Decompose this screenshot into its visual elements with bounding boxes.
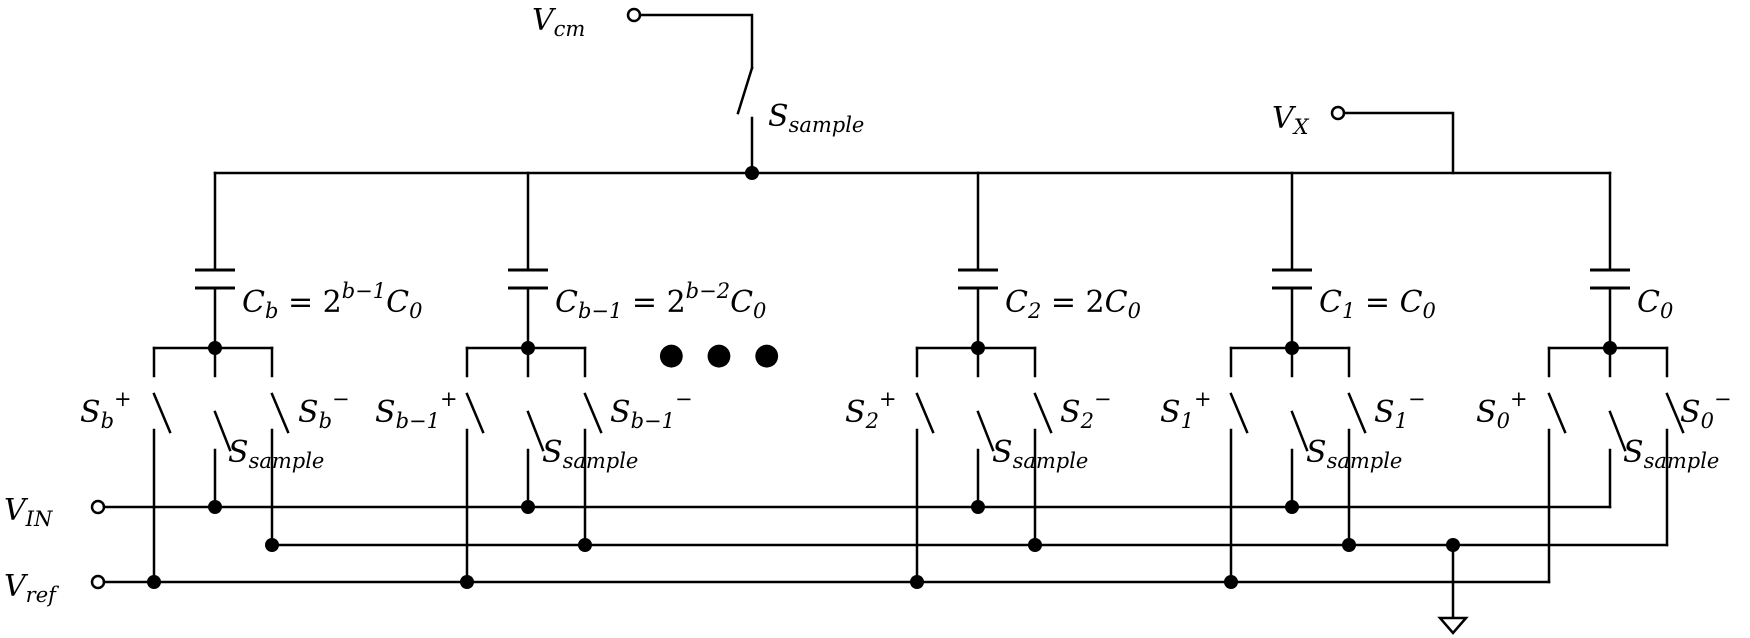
svg-text:C0: C0 bbox=[1637, 285, 1673, 323]
svg-text:Ssample: Ssample bbox=[542, 435, 638, 473]
svg-text:Cb = 2b−1C0: Cb = 2b−1C0 bbox=[242, 279, 422, 323]
vx-terminal: VX bbox=[1272, 101, 1455, 175]
svg-text:Vref: Vref bbox=[4, 569, 59, 607]
vin-bus: VIN bbox=[4, 493, 1612, 531]
svg-text:Ssample: Ssample bbox=[768, 99, 864, 137]
vref-bus: Vref bbox=[4, 569, 1551, 607]
top-plate-bus bbox=[213, 166, 1612, 180]
switch-group-b-minus-1: Sb−1+ Sb−1− Ssample bbox=[375, 341, 693, 589]
svg-text:VIN: VIN bbox=[4, 493, 53, 531]
svg-text:S0+: S0+ bbox=[1476, 387, 1528, 433]
ground-icon bbox=[1437, 616, 1469, 635]
svg-text:Ssample: Ssample bbox=[228, 435, 324, 473]
svg-text:Sb−1−: Sb−1− bbox=[610, 387, 693, 433]
svg-text:S2−: S2− bbox=[1060, 387, 1112, 433]
switch-group-1: S1+ S1− Ssample bbox=[1160, 341, 1426, 589]
capacitor-c0: C0 bbox=[1590, 171, 1673, 350]
switch-group-2: S2+ S2− Ssample bbox=[845, 341, 1112, 589]
top-sample-switch: Ssample bbox=[736, 66, 864, 175]
svg-text:VX: VX bbox=[1272, 101, 1310, 139]
capacitor-cb: Cb = 2b−1C0 bbox=[195, 171, 422, 350]
svg-text:S1−: S1− bbox=[1374, 387, 1426, 433]
switch-group-0: S0+ S0− Ssample bbox=[1476, 341, 1732, 584]
svg-text:C2 = 2C0: C2 = 2C0 bbox=[1005, 285, 1141, 323]
capacitor-c2: C2 = 2C0 bbox=[958, 171, 1141, 350]
svg-text:Sb−: Sb− bbox=[298, 387, 350, 433]
svg-text:Cb−1 = 2b−2C0: Cb−1 = 2b−2C0 bbox=[555, 279, 766, 323]
svg-text:Vcm: Vcm bbox=[532, 3, 585, 41]
svg-text:Sb−1+: Sb−1+ bbox=[375, 387, 458, 433]
ground-bus bbox=[270, 538, 1669, 620]
svg-text:S1+: S1+ bbox=[1160, 387, 1212, 433]
ellipsis: ● ● ● bbox=[658, 337, 786, 372]
capacitor-cb-minus-1: Cb−1 = 2b−2C0 bbox=[508, 171, 766, 350]
svg-text:Sb+: Sb+ bbox=[80, 387, 132, 433]
svg-text:Ssample: Ssample bbox=[1306, 435, 1402, 473]
svg-text:Ssample: Ssample bbox=[1623, 435, 1719, 473]
svg-text:Ssample: Ssample bbox=[992, 435, 1088, 473]
switch-group-b: Sb+ Sb− Ssample bbox=[80, 341, 350, 589]
vcm-terminal: Vcm bbox=[532, 3, 754, 70]
svg-text:C1 = C0: C1 = C0 bbox=[1319, 285, 1436, 323]
capacitor-c1: C1 = C0 bbox=[1272, 171, 1436, 350]
svg-text:S2+: S2+ bbox=[845, 387, 897, 433]
svg-text:S0−: S0− bbox=[1680, 387, 1732, 433]
